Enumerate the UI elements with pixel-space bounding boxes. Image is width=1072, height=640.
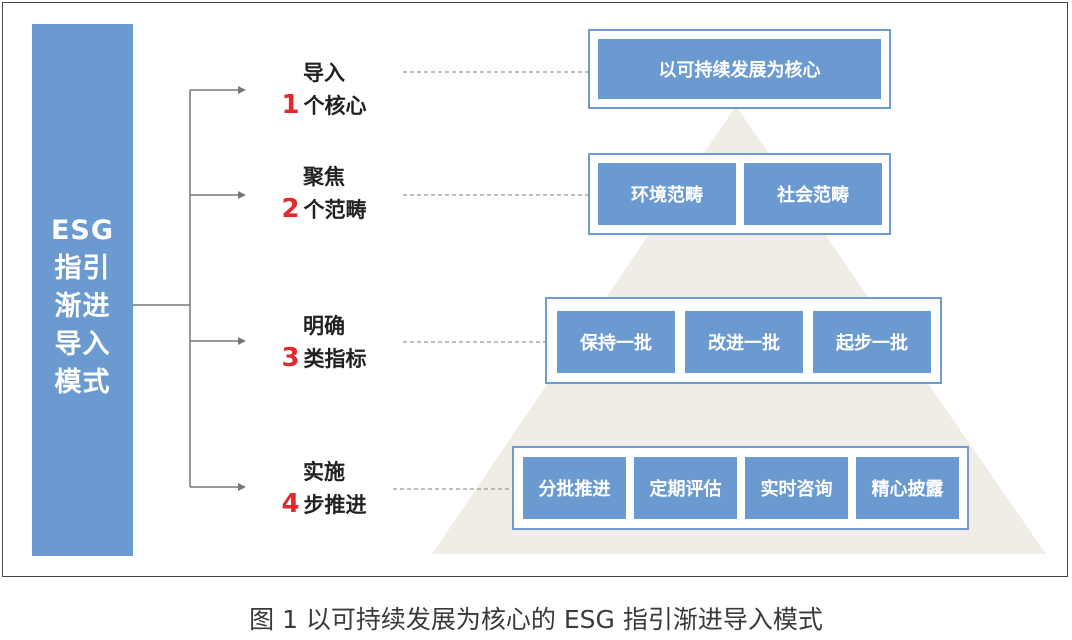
left-title-text: ESG 指引 渐进 导入 模式 bbox=[32, 212, 133, 402]
tier-cell: 精心披露 bbox=[856, 457, 959, 519]
tier-cell: 实时咨询 bbox=[745, 457, 848, 519]
tier-cell: 定期评估 bbox=[634, 457, 737, 519]
tier-cell: 以可持续发展为核心 bbox=[598, 39, 881, 99]
step-text: 个范畴 bbox=[303, 198, 367, 222]
figure-caption: 图 1 以可持续发展为核心的 ESG 指引渐进导入模式 bbox=[249, 605, 823, 634]
step-text: 个核心 bbox=[303, 94, 367, 118]
tier-1-group: 以可持续发展为核心 bbox=[588, 29, 891, 109]
tier-cell: 起步一批 bbox=[813, 311, 931, 373]
step-title: 聚焦 bbox=[303, 165, 345, 189]
step-text: 类指标 bbox=[303, 347, 367, 371]
dashed-leaders bbox=[393, 71, 588, 490]
tier-cell: 分批推进 bbox=[523, 457, 626, 519]
step-number: 4 bbox=[281, 489, 300, 519]
tier-cell: 环境范畴 bbox=[598, 163, 736, 225]
step-text: 步推进 bbox=[303, 493, 367, 517]
step-number: 2 bbox=[281, 194, 300, 224]
step-number: 1 bbox=[281, 90, 300, 120]
branch-connector bbox=[133, 89, 240, 488]
left-title-line: ESG bbox=[50, 215, 115, 246]
branch-arrowheads bbox=[238, 86, 246, 491]
step-title: 实施 bbox=[303, 460, 345, 484]
tier-4-group: 分批推进 定期评估 实时咨询 精心披露 bbox=[512, 446, 969, 530]
step-title: 明确 bbox=[303, 314, 345, 338]
step-title: 导入 bbox=[303, 61, 345, 85]
left-title-line: 模式 bbox=[54, 367, 111, 398]
left-title-box bbox=[32, 24, 133, 556]
left-title-line: 指引 bbox=[54, 253, 111, 284]
left-title-line: 导入 bbox=[54, 329, 111, 360]
left-title-line: 渐进 bbox=[54, 291, 111, 322]
tier-cell: 改进一批 bbox=[685, 311, 803, 373]
tier-cell: 保持一批 bbox=[557, 311, 675, 373]
step-number: 3 bbox=[281, 343, 300, 373]
tier-3-group: 保持一批 改进一批 起步一批 bbox=[545, 297, 942, 384]
tier-2-group: 环境范畴 社会范畴 bbox=[588, 153, 891, 235]
tier-cell: 社会范畴 bbox=[744, 163, 882, 225]
